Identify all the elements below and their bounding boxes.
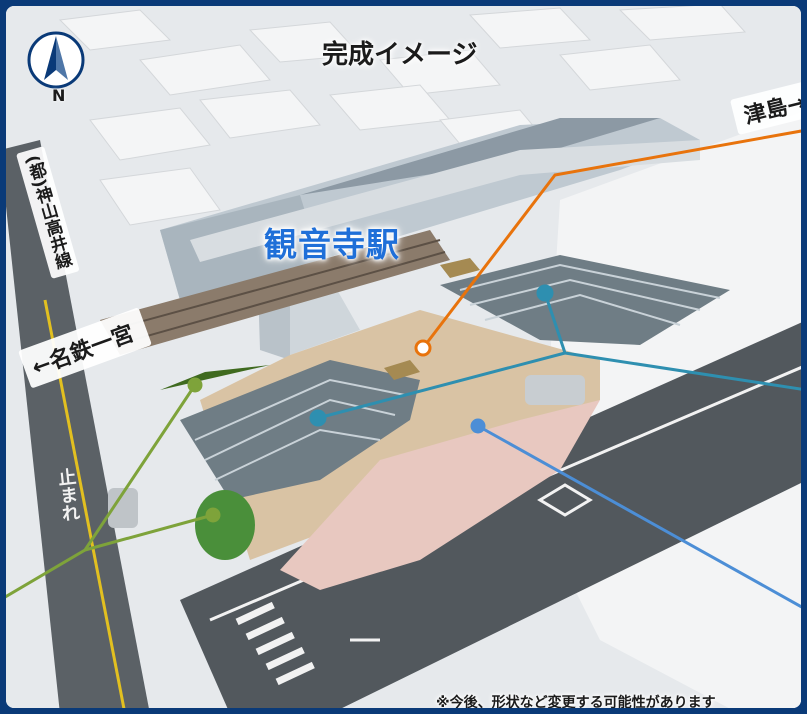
background-houses <box>58 6 747 226</box>
disclaimer-note: ※今後、形状など変更する可能性があります <box>436 695 716 711</box>
bike-parking-west <box>180 360 420 500</box>
image-title: 完成イメージ <box>322 40 478 70</box>
station-name-label: 観音寺駅 <box>264 225 400 264</box>
road-stop-marking: 止まれ <box>54 466 81 523</box>
compass-label: N <box>52 86 66 105</box>
compass-arrow-icon <box>27 31 85 89</box>
bike-parking-north <box>440 255 730 345</box>
